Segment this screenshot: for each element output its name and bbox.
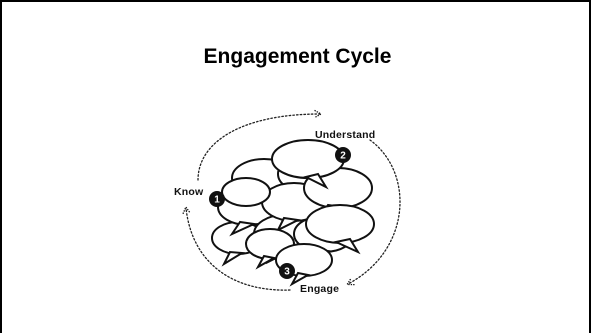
speech-bubble-cluster xyxy=(211,139,375,287)
step-badge-1 xyxy=(209,191,225,207)
step-label-know: Know xyxy=(174,186,204,198)
cycle-step-understand: 2 Understand xyxy=(315,129,375,163)
speech-bubble-icon xyxy=(305,204,375,255)
cycle-arrows xyxy=(182,109,401,291)
cycle-step-engage: 3 Engage xyxy=(279,263,339,295)
step-number: 1 xyxy=(214,195,220,206)
speech-bubble-icon xyxy=(271,139,345,190)
step-badge-3 xyxy=(279,263,295,279)
step-number: 2 xyxy=(340,151,346,162)
step-number: 3 xyxy=(284,267,290,278)
arrow-know-to-understand xyxy=(197,109,323,181)
speech-bubble-icon xyxy=(221,177,271,207)
arrow-engage-to-know xyxy=(182,205,291,291)
step-label-engage: Engage xyxy=(300,283,339,295)
step-label-understand: Understand xyxy=(315,129,375,141)
step-badge-2 xyxy=(335,147,351,163)
slide-title: Engagement Cycle xyxy=(203,45,392,68)
arrow-understand-to-engage xyxy=(346,139,401,286)
cycle-step-know: 1 Know xyxy=(174,186,225,207)
